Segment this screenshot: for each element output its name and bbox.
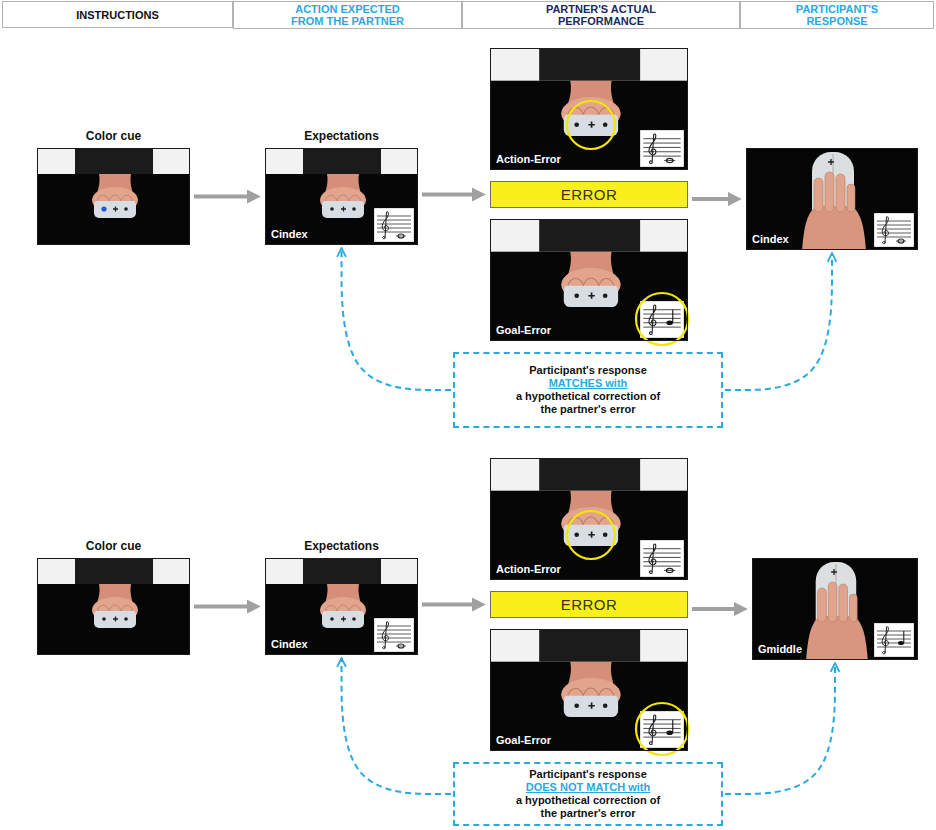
music-staff	[640, 711, 684, 748]
video-frame: Color cue	[37, 148, 190, 245]
flow-arrow	[692, 607, 738, 611]
goal-error-photo	[490, 629, 688, 751]
annotation-box: Participant's responseDOES NOT MATCH wit…	[453, 762, 723, 826]
video-frame: Action-Error	[490, 48, 688, 170]
frame-label: Action-Error	[496, 153, 561, 166]
error-banner: ERROR	[490, 591, 688, 618]
video-frame: Gmiddle	[752, 558, 918, 660]
flow-arrow	[422, 603, 476, 607]
music-staff	[640, 130, 684, 167]
response-photo	[752, 558, 918, 660]
video-frame: ExpectationsCindex	[265, 148, 418, 245]
frame-title: Color cue	[86, 539, 141, 553]
annotation-text: Participant's response	[529, 768, 647, 781]
annotation-emphasis: DOES NOT MATCH with	[526, 781, 650, 794]
frame-label: Goal-Error	[496, 324, 551, 337]
highlight-circle	[567, 511, 615, 559]
annotation-text: a hypothetical correction of the partner…	[508, 390, 668, 416]
column-header: ACTION EXPECTED FROM THE PARTNER	[233, 1, 462, 29]
annotation-text: Participant's response	[529, 364, 647, 377]
expectation-photo	[265, 558, 418, 655]
video-frame: Action-Error	[490, 458, 688, 580]
column-header: INSTRUCTIONS	[2, 1, 233, 28]
annotation-text: INSTRUCTIONS	[76, 9, 159, 21]
video-frame: Cindex	[746, 148, 918, 250]
music-staff	[874, 623, 914, 657]
frame-label: Cindex	[271, 228, 308, 241]
music-staff	[874, 213, 914, 247]
error-banner: ERROR	[490, 181, 688, 208]
annotation-text: a hypothetical correction of the partner…	[508, 794, 668, 820]
frame-label: Action-Error	[496, 563, 561, 576]
highlight-circle	[636, 293, 688, 345]
flow-arrow	[422, 193, 476, 197]
music-staff	[640, 540, 684, 577]
video-frame: Color cue	[37, 558, 190, 655]
annotation-text: ERROR	[561, 596, 618, 613]
trial-row-match	[37, 48, 918, 345]
highlight-circle	[636, 703, 688, 755]
frame-title: Color cue	[86, 129, 141, 143]
expectation-photo	[265, 148, 418, 245]
frame-label: Cindex	[271, 638, 308, 651]
annotation-text: PARTICIPANT'S RESPONSE	[777, 3, 897, 27]
annotation-text: PARTNER'S ACTUAL PERFORMANCE	[534, 3, 669, 27]
feedback-arrow	[725, 253, 832, 390]
frame-title: Expectations	[304, 129, 379, 143]
feedback-arrow	[342, 248, 452, 390]
column-header: PARTICIPANT'S RESPONSE	[740, 1, 934, 29]
color-cue-dot	[101, 206, 106, 211]
music-staff	[374, 208, 414, 242]
frame-label: Goal-Error	[496, 734, 551, 747]
cue-photo	[37, 558, 190, 655]
annotation-emphasis: MATCHES with	[549, 377, 628, 390]
goal-error-photo	[490, 219, 688, 341]
frame-title: Expectations	[304, 539, 379, 553]
response-photo	[746, 148, 918, 250]
column-header: PARTNER'S ACTUAL PERFORMANCE	[462, 1, 740, 29]
feedback-arrow	[725, 663, 835, 794]
flow-arrow	[692, 197, 732, 201]
feedback-arrow	[342, 658, 452, 794]
annotation-text: ACTION EXPECTED FROM THE PARTNER	[280, 3, 415, 27]
video-frame: ExpectationsCindex	[265, 558, 418, 655]
action-error-photo	[490, 48, 688, 170]
frame-label: Gmiddle	[758, 643, 802, 656]
flow-arrow	[194, 605, 251, 609]
frame-label: Cindex	[752, 233, 789, 246]
music-staff	[374, 618, 414, 652]
annotation-text: ERROR	[561, 186, 618, 203]
annotation-box: Participant's responseMATCHES witha hypo…	[453, 352, 723, 428]
video-frame: Goal-Error	[490, 629, 688, 751]
video-frame: Goal-Error	[490, 219, 688, 341]
flow-arrow	[194, 195, 251, 199]
cue-photo	[37, 148, 190, 245]
highlight-circle	[567, 101, 615, 149]
trial-row-mismatch	[37, 458, 918, 755]
music-staff	[640, 301, 684, 338]
action-error-photo	[490, 458, 688, 580]
